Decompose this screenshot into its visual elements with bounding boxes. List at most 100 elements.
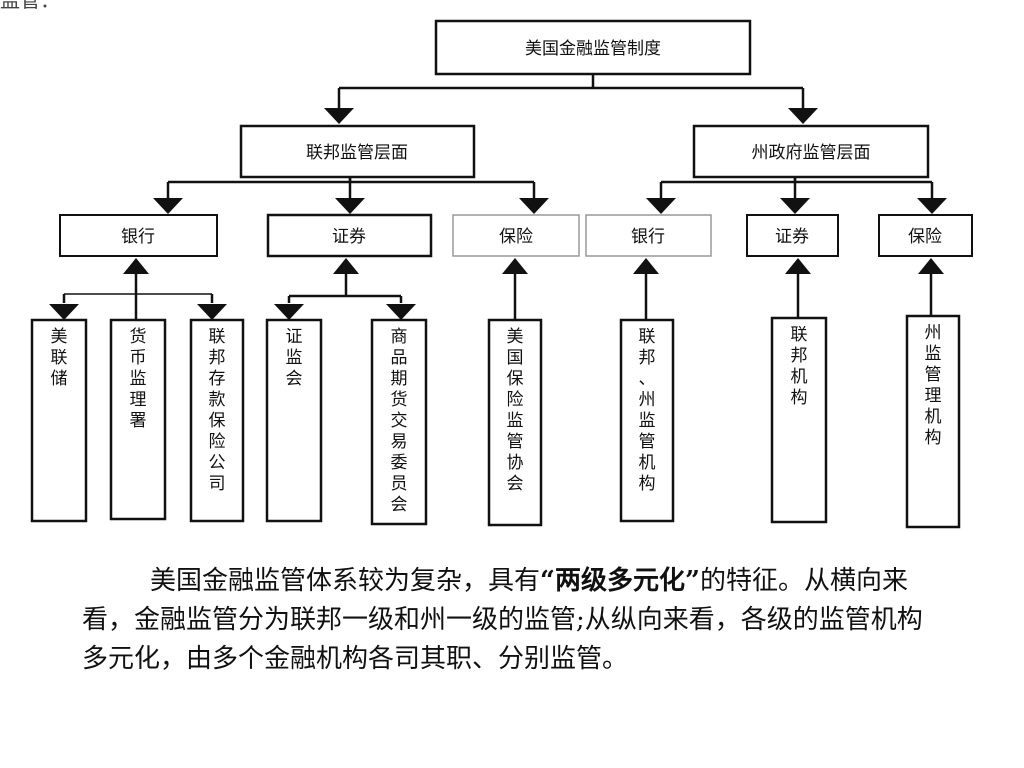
caption-part-2: 的特征。从横向来看，金融监管分为联邦一级和州一级的监管;从纵向来看，各级的监管机… [82, 566, 923, 674]
leaf-char: 监 [925, 344, 942, 364]
state-securities-label: 证券 [775, 227, 809, 247]
leaf-node: 美联储 [30, 318, 88, 523]
arrow-down [197, 304, 227, 320]
leaf-char: 机 [791, 367, 808, 387]
leaf-char: 易 [391, 432, 408, 452]
leaf-char: 期 [391, 369, 408, 389]
caption-part-1: 美国金融监管体系较为复杂，具有 [150, 566, 541, 596]
federal-securities-node: 证券 [266, 213, 433, 258]
arrow-down [335, 198, 365, 214]
leaf-char: 品 [391, 348, 408, 368]
leaf-char: 管 [639, 432, 656, 452]
regulation-diagram: 美国金融监管制度 联邦监管层面 州政府监管层面 银行 证券 保险 银行 证券 保… [30, 19, 973, 529]
leaf-char: 美 [507, 327, 524, 347]
arrow-down [780, 198, 810, 214]
arrow-down [519, 198, 549, 214]
leaf-char: 理 [130, 390, 147, 410]
leaf-char: 货 [130, 327, 147, 347]
leaf-char: 机 [639, 453, 656, 473]
leaf-char: 构 [639, 474, 656, 494]
arrow-down [788, 108, 818, 124]
federal-insurance-label: 保险 [499, 227, 533, 247]
arrow-down [386, 304, 416, 320]
arrow-up [502, 258, 528, 274]
root-node: 美国金融监管制度 [434, 19, 752, 76]
arrow-down [646, 198, 676, 214]
federal-level-node: 联邦监管层面 [239, 124, 476, 179]
leaf-char: 监 [639, 411, 656, 431]
leaf-char: 邦 [209, 348, 226, 368]
leaf-char: 协 [507, 453, 524, 473]
leaf-char: 国 [507, 348, 524, 368]
state-insurance-node: 保险 [878, 214, 973, 257]
arrow-up [918, 258, 944, 274]
leaf-char: 会 [507, 474, 524, 494]
leaf-char: 州 [639, 390, 656, 410]
leaf-char: 保 [507, 369, 524, 389]
corner-text-fragment: 监管： [0, 0, 60, 12]
caption-paragraph: 美国金融监管体系较为复杂，具有“两级多元化”的特征。从横向来看，金融监管分为联邦… [82, 562, 942, 679]
federal-bank-node: 银行 [59, 214, 218, 257]
arrow-up [123, 258, 149, 274]
leaf-char: 联 [791, 325, 808, 345]
leaf-char: 公 [209, 453, 226, 473]
connector-lines [49, 74, 947, 320]
arrow-down [274, 304, 304, 320]
state-level-label: 州政府监管层面 [752, 143, 871, 163]
arrow-up [785, 258, 811, 274]
leaf-char: 币 [130, 348, 147, 368]
leaf-char: 委 [391, 453, 408, 473]
leaf-char: 州 [925, 323, 942, 343]
leaf-char: 保 [209, 411, 226, 431]
leaf-char: 机 [925, 407, 942, 427]
leaf-char: 司 [209, 474, 226, 494]
leaf-char: 美 [51, 327, 68, 347]
leaf-char: 员 [391, 474, 408, 494]
arrow-down [153, 198, 183, 214]
root-label: 美国金融监管制度 [525, 39, 661, 59]
leaf-char: 理 [925, 386, 942, 406]
leaf-node: 证监会 [265, 318, 323, 523]
leaf-char: 联 [639, 327, 656, 347]
leaf-char: 险 [209, 432, 226, 452]
state-bank-node: 银行 [585, 214, 712, 257]
leaf-char: 管 [507, 432, 524, 452]
state-insurance-label: 保险 [908, 227, 942, 247]
arrow-up [633, 258, 659, 274]
leaf-char: 管 [925, 365, 942, 385]
state-bank-label: 银行 [631, 227, 665, 247]
leaf-char: 联 [51, 348, 68, 368]
arrow-down [49, 304, 79, 320]
arrow-down [324, 108, 354, 124]
arrow-up [333, 258, 359, 274]
leaf-char: 署 [130, 411, 147, 431]
leaf-char: 证 [286, 327, 303, 347]
leaf-nodes: 美联储货币监理署联邦存款保险公司证监会商品期货交易委员会美国保险监管协会联邦、州… [30, 314, 961, 529]
state-level-node: 州政府监管层面 [692, 124, 930, 179]
leaf-char: 邦 [791, 346, 808, 366]
federal-insurance-node: 保险 [452, 214, 580, 257]
leaf-char: 监 [507, 411, 524, 431]
leaf-char: 会 [391, 495, 408, 515]
federal-bank-label: 银行 [121, 227, 155, 247]
leaf-char: 会 [286, 369, 303, 389]
leaf-char: 交 [391, 411, 408, 431]
leaf-char: 险 [507, 390, 524, 410]
leaf-char: 款 [209, 390, 226, 410]
leaf-char: 存 [209, 369, 226, 389]
federal-securities-label: 证券 [332, 227, 366, 247]
leaf-char: 货 [391, 390, 408, 410]
leaf-char: 监 [286, 348, 303, 368]
leaf-char: 构 [791, 388, 808, 408]
leaf-char: 联 [209, 327, 226, 347]
leaf-char: 监 [130, 369, 147, 389]
federal-level-label: 联邦监管层面 [306, 143, 408, 163]
arrow-down [917, 198, 947, 214]
leaf-char: 商 [391, 327, 408, 347]
